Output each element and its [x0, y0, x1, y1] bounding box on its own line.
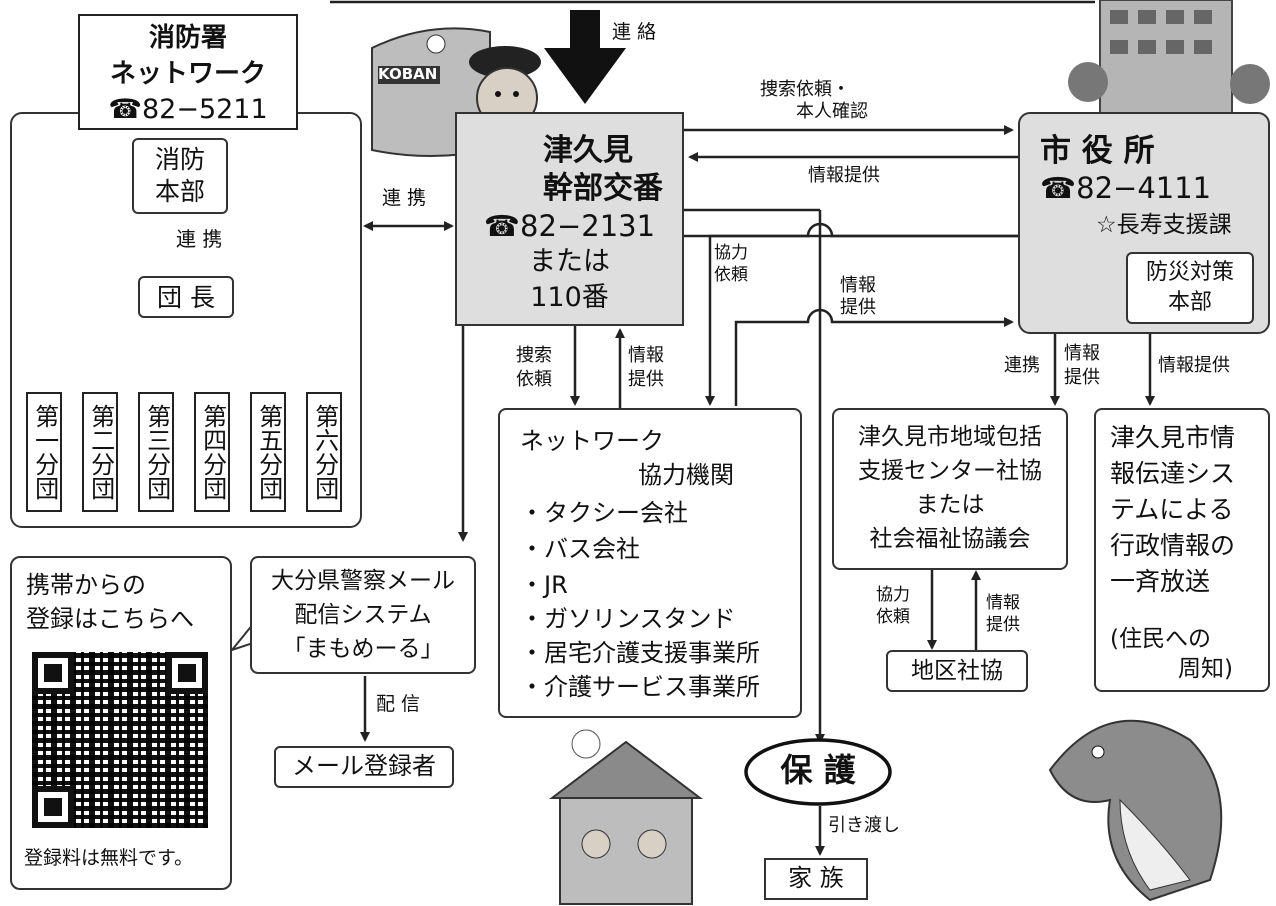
coop-label-2: 依頼 — [714, 265, 748, 285]
leader-box: 団 長 — [138, 276, 234, 318]
fire-phone: ☎82−5211 — [108, 94, 268, 125]
district-coop-label-2: 依頼 — [876, 607, 910, 627]
koban-sign: KOBAN — [378, 65, 438, 83]
registrants-box: メール登録者 — [274, 746, 454, 788]
leader-label: 団 長 — [157, 283, 215, 312]
district-box: 地区社協 — [886, 650, 1028, 692]
broadcast-line: 報伝達シス — [1110, 459, 1236, 488]
search-label-2: 依頼 — [516, 369, 552, 390]
search-request-label: 捜索依頼・ — [760, 79, 850, 100]
support-line-4: 社会福祉協議会 — [869, 526, 1031, 552]
city-phone: ☎82−4111 — [1040, 171, 1212, 205]
disaster-info-label: 情報提供 — [1158, 355, 1230, 376]
unit-4: 第四分団 — [194, 392, 230, 512]
unit-1: 第一分団 — [26, 392, 62, 512]
network-item: ・JR — [520, 571, 568, 599]
network-box: ネットワーク 協力機関 ・タクシー会社 ・バス会社 ・JR ・ガソリンスタンド … — [498, 408, 802, 718]
city-hall-illustration — [1068, 0, 1270, 117]
network-title: ネットワーク — [520, 427, 664, 455]
identity-check-label: 本人確認 — [796, 101, 868, 122]
police-box: 津久見 幹部交番 ☎82−2131 または 110番 — [455, 112, 684, 326]
mail-system-box: 大分県警察メール 配信システム 「まもめーる」 — [250, 556, 476, 674]
fire-title-box: 消防署 ネットワーク ☎82−5211 — [78, 14, 298, 130]
fire-title-2: ネットワーク — [109, 59, 266, 89]
mail-line-2: 配信システム — [294, 602, 432, 628]
broadcast-line: 一斉放送 — [1110, 567, 1211, 596]
mail-line-1: 大分県警察メール — [271, 568, 455, 594]
police-info-label-2: 提供 — [628, 369, 664, 390]
network-item: ・ガソリンスタンド — [520, 605, 736, 633]
broadcast-box: 津久見市情 報伝達シス テムによる 行政情報の 一斉放送 (住民への 周知) — [1094, 408, 1270, 692]
protect-label: 保 護 — [780, 751, 856, 789]
coop-label-1: 協力 — [714, 243, 748, 263]
deliver-label: 配 信 — [376, 693, 421, 715]
protect-oval — [744, 738, 892, 806]
network-subtitle: 協力機関 — [638, 461, 734, 489]
broadcast-line: 行政情報の — [1110, 531, 1236, 560]
unit-2: 第二分団 — [82, 392, 118, 512]
support-line-1: 津久見市地域包括 — [858, 424, 1042, 450]
mobile-line-2: 登録はこちらへ — [26, 605, 194, 633]
fire-title-1: 消防署 — [148, 23, 227, 53]
mobile-line-1: 携帯からの — [26, 571, 146, 599]
police-city-line — [684, 222, 1018, 238]
police-or: または — [529, 246, 610, 277]
unit-5: 第五分団 — [250, 392, 286, 512]
family-house-illustration — [549, 729, 703, 905]
police-phone: ☎82−2131 — [483, 209, 656, 243]
network-item: ・タクシー会社 — [520, 499, 688, 527]
network-item: ・バス会社 — [520, 535, 640, 563]
qr-finder-bl — [32, 786, 74, 828]
police-name-1: 津久見 — [543, 133, 633, 168]
support-line-3: または — [915, 492, 985, 518]
city-info-label-1: 情報 — [1064, 343, 1100, 364]
contact-label: 連 絡 — [612, 21, 657, 43]
fire-link-label: 連 携 — [176, 227, 223, 251]
support-center-box: 津久見市地域包括 支援センター社協 または 社会福祉協議会 — [832, 408, 1068, 570]
contact-big-arrow — [544, 10, 626, 104]
registrants-label: メール登録者 — [292, 752, 436, 780]
broadcast-note-2: 周知) — [1178, 656, 1233, 682]
fire-hq-box: 消防 本部 — [132, 138, 228, 214]
city-dept: ☆長寿支援課 — [1096, 212, 1232, 238]
broadcast-line: 津久見市情 — [1110, 423, 1236, 452]
handover-label: 引き渡し — [828, 815, 900, 836]
network-info-arrow — [734, 308, 1014, 406]
city-link-label: 連携 — [1004, 355, 1040, 376]
city-name: 市 役 所 — [1040, 133, 1155, 169]
broadcast-line: テムによる — [1110, 495, 1234, 524]
broadcast-note-1: (住民への — [1110, 626, 1211, 652]
fire-link-arrow-label: 連 携 — [382, 187, 427, 209]
police-info-label-1: 情報 — [628, 345, 664, 366]
family-box: 家 族 — [764, 858, 868, 900]
fire-hq-label-1: 消防 — [154, 145, 205, 174]
mobile-free: 登録料は無料です。 — [24, 847, 194, 869]
info-provide-label: 情報提供 — [808, 165, 880, 186]
mail-line-3: 「まもめーる」 — [282, 636, 444, 662]
network-info-label-1: 情報 — [840, 275, 876, 296]
police-name-2: 幹部交番 — [543, 171, 663, 206]
search-label-1: 捜索 — [516, 345, 552, 366]
support-line-2: 支援センター社協 — [858, 458, 1042, 484]
unit-6: 第六分団 — [306, 392, 342, 512]
district-info-label-1: 情報 — [986, 593, 1020, 613]
network-item: ・介護サービス事業所 — [520, 673, 760, 701]
network-info-label-2: 提供 — [840, 297, 876, 318]
fire-hq-label-2: 本部 — [154, 177, 205, 206]
qr-finder-tr — [166, 652, 208, 694]
city-info-label-2: 提供 — [1064, 367, 1100, 388]
unit-3: 第三分団 — [138, 392, 174, 512]
dolphin-illustration — [1048, 719, 1223, 902]
coop-request-arrow — [705, 234, 1018, 406]
family-label: 家 族 — [788, 864, 844, 892]
district-label: 地区社協 — [911, 658, 1003, 684]
disaster-hq-box: 防災対策 本部 — [1126, 252, 1254, 324]
network-item: ・居宅介護支援事業所 — [520, 639, 760, 667]
district-info-label-2: 提供 — [986, 615, 1020, 635]
disaster-hq-2: 本部 — [1167, 290, 1212, 315]
qr-finder-tl — [32, 652, 74, 694]
district-coop-label-1: 協力 — [876, 585, 910, 605]
disaster-hq-1: 防災対策 — [1145, 260, 1234, 285]
police-emergency: 110番 — [530, 282, 609, 313]
